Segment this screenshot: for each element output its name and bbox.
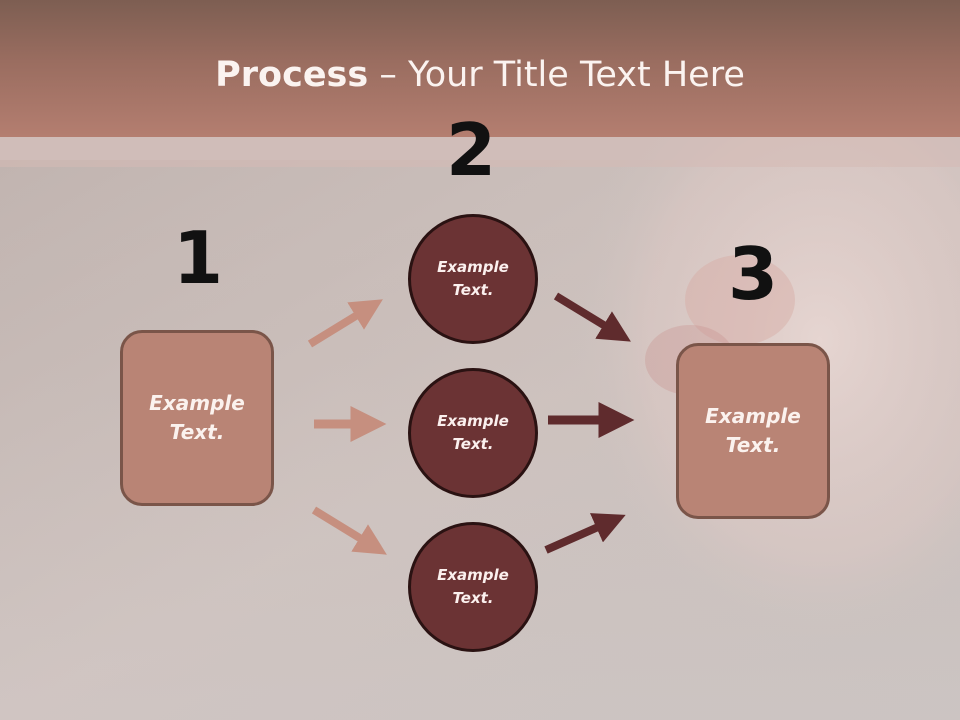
step-3-text-line2: Text.: [725, 433, 781, 457]
step-3-text-line1: Example: [705, 404, 801, 428]
circle-top-text-line1: Example: [437, 258, 509, 276]
arrow-icon: [307, 299, 383, 348]
step-3-box: Example Text.: [676, 343, 830, 519]
arrow-icon: [544, 513, 626, 554]
title-bold: Process: [215, 55, 369, 95]
circle-middle-text-line1: Example: [437, 412, 509, 430]
slide-title: Process – Your Title Text Here: [0, 52, 960, 98]
step-1-text-line1: Example: [149, 391, 245, 415]
header-strip: [0, 137, 960, 167]
arrow-icon: [311, 506, 387, 555]
circle-top: Example Text.: [408, 214, 538, 344]
circle-bottom-text-line2: Text.: [452, 589, 494, 607]
step-1-box: Example Text.: [120, 330, 274, 506]
circle-top-text-line2: Text.: [452, 281, 494, 299]
step-number-3: 3: [727, 232, 779, 316]
step-1-text-line2: Text.: [169, 420, 225, 444]
arrow-icon: [553, 292, 631, 342]
circle-middle-text-line2: Text.: [452, 435, 494, 453]
step-number-2: 2: [445, 108, 497, 192]
header-bar: [0, 0, 960, 137]
circle-middle: Example Text.: [408, 368, 538, 498]
step-number-1: 1: [172, 216, 224, 300]
circle-bottom: Example Text.: [408, 522, 538, 652]
circle-bottom-text-line1: Example: [437, 566, 509, 584]
title-rest: – Your Title Text Here: [368, 55, 745, 95]
